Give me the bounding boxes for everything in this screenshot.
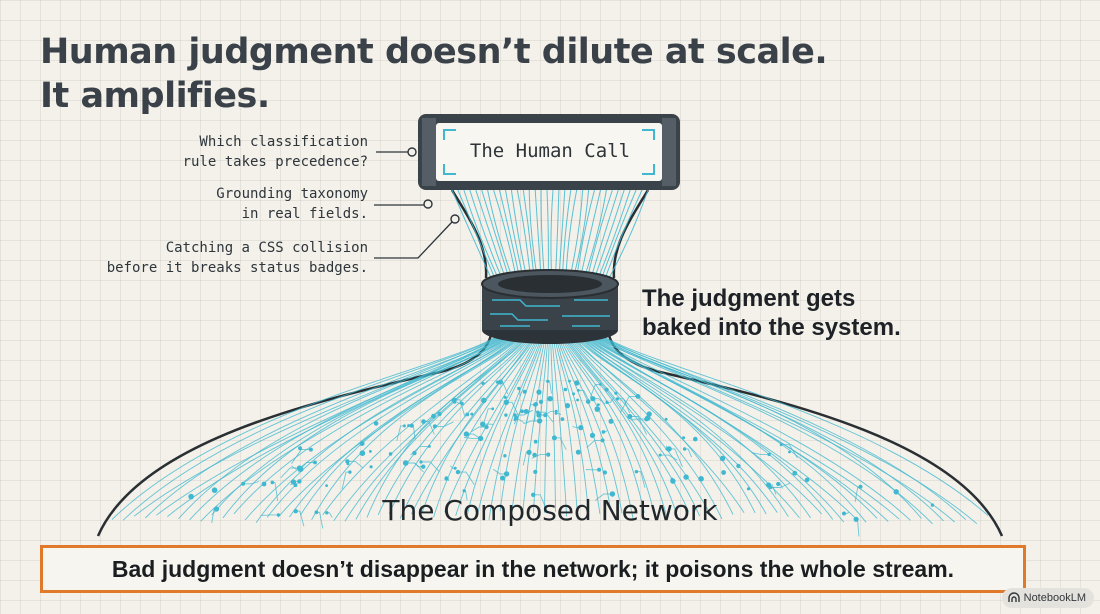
title-line-2: It amplifies. — [40, 76, 270, 116]
callout-classification-rule: Which classification rule takes preceden… — [48, 132, 368, 172]
page-title: Human judgment doesn’t dilute at scale. … — [40, 30, 828, 118]
baked-line-2: baked into the system. — [642, 314, 901, 341]
human-call-frame — [418, 114, 680, 190]
badge-label: NotebookLM — [1023, 592, 1086, 604]
notebooklm-logo-icon — [1007, 592, 1020, 602]
notebooklm-badge[interactable]: NotebookLM — [1001, 588, 1094, 608]
human-call-label: The Human Call — [469, 140, 631, 162]
warning-banner: Bad judgment doesn’t disappear in the ne… — [40, 545, 1026, 593]
callout-line: Catching a CSS collision — [165, 240, 368, 256]
composed-network-label: The Composed Network — [382, 494, 718, 527]
baked-line-1: The judgment gets — [642, 285, 856, 312]
callout-line: Which classification — [199, 134, 368, 150]
callout-leaders — [374, 147, 460, 259]
network-nodes — [188, 379, 935, 537]
callout-css-collision: Catching a CSS collision before it break… — [48, 238, 368, 278]
callout-line: Grounding taxonomy — [216, 186, 368, 202]
title-line-1: Human judgment doesn’t dilute at scale. — [40, 32, 828, 72]
upper-funnel-left — [450, 189, 488, 279]
callout-line: before it breaks status badges. — [106, 260, 368, 276]
upper-flow-lines — [451, 189, 649, 281]
banner-text: Bad judgment doesn’t disappear in the ne… — [111, 555, 955, 582]
callout-grounding-taxonomy: Grounding taxonomy in real fields. — [48, 184, 368, 224]
compression-ring — [481, 269, 619, 344]
callout-line: rule takes precedence? — [182, 154, 368, 170]
judgment-baked-label: The judgment gets baked into the system. — [642, 284, 901, 342]
callout-line: in real fields. — [241, 206, 368, 222]
